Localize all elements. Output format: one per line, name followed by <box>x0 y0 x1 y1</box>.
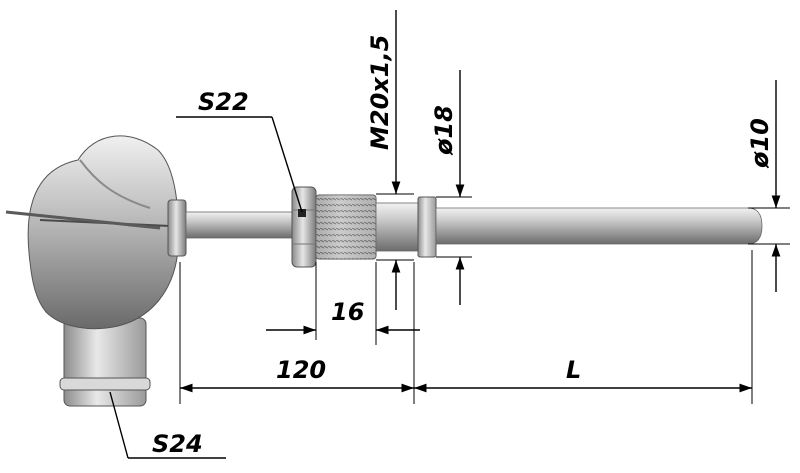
cover-screw <box>5 210 161 230</box>
head-gland <box>167 199 187 257</box>
probe <box>435 207 763 245</box>
collar <box>417 196 437 258</box>
label-probe-diameter: ø10 <box>746 118 774 169</box>
leader-s22: S22 <box>176 88 303 213</box>
body-section <box>375 202 419 252</box>
dim-thread: M20x1,5 <box>366 10 414 310</box>
dim-neck-length: 120 <box>179 262 415 404</box>
dim-immersion-length: L <box>414 250 753 404</box>
lid-ridge <box>79 159 151 209</box>
label-collar-diameter: ø18 <box>430 105 458 156</box>
dim-collar: ø18 <box>430 70 472 305</box>
label-thread-length: 16 <box>331 298 364 326</box>
cable-sleeve <box>63 317 147 407</box>
leader-s24: S24 <box>109 391 226 459</box>
label-immersion-length: L <box>566 356 581 384</box>
head-body <box>27 135 179 330</box>
thread-section <box>315 194 377 260</box>
neck-tube <box>185 211 299 239</box>
label-thread: M20x1,5 <box>366 35 394 150</box>
sleeve-ring <box>59 377 151 391</box>
label-s22: S22 <box>198 88 249 116</box>
dim-probe: ø10 <box>746 80 790 292</box>
hex-nut <box>291 186 317 268</box>
connection-head <box>5 135 187 407</box>
nut-marker <box>298 209 306 217</box>
dim-thread-length: 16 <box>266 262 420 345</box>
label-neck-length: 120 <box>276 356 326 384</box>
label-s24: S24 <box>152 430 203 458</box>
